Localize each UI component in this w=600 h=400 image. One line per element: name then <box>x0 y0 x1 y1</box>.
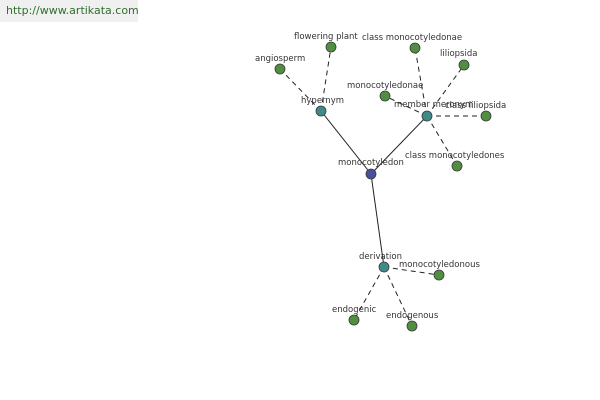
edge-member-meronym-to-class-monocotyledonae <box>414 47 428 117</box>
label-relation-hypernym[interactable]: hypernym <box>301 96 344 106</box>
edge-derivation-to-monocotyledonous <box>383 266 440 276</box>
label-leaf-class-liliopsida[interactable]: class liliopsida <box>445 101 506 111</box>
graph-edges <box>279 46 486 327</box>
node-relation-member-meronym[interactable] <box>421 110 433 122</box>
node-leaf-liliopsida[interactable] <box>458 59 470 71</box>
edge-hypernym-to-angiosperm <box>279 68 322 112</box>
label-center-monocotyledon[interactable]: monocotyledon <box>338 158 404 168</box>
graph-nodes <box>274 41 492 332</box>
edge-center-to-member-meronym <box>370 115 428 175</box>
node-leaf-class-monocotyledonae[interactable] <box>409 42 421 54</box>
graph-labels: monocotyledon hypernym member meronym deriv… <box>255 32 506 321</box>
node-leaf-class-monocotyledones[interactable] <box>451 160 463 172</box>
node-center-monocotyledon[interactable] <box>365 168 377 180</box>
label-leaf-class-monocotyledonae[interactable]: class monocotyledonae <box>362 33 462 43</box>
node-leaf-endogenous[interactable] <box>406 320 418 332</box>
label-leaf-angiosperm[interactable]: angiosperm <box>255 54 305 64</box>
source-url-link[interactable]: http://www.artikata.com <box>0 0 139 22</box>
node-leaf-monocotyledonous[interactable] <box>433 269 445 281</box>
label-leaf-monocotyledonous[interactable]: monocotyledonous <box>399 260 480 270</box>
edge-member-meronym-to-class-monocotyledones <box>426 115 458 167</box>
label-leaf-flowering-plant[interactable]: flowering plant <box>294 32 358 42</box>
edge-member-meronym-to-liliopsida <box>426 64 465 117</box>
node-leaf-class-liliopsida[interactable] <box>480 110 492 122</box>
node-leaf-monocotyledonae[interactable] <box>379 90 391 102</box>
label-leaf-endogenous[interactable]: endogenous <box>386 311 439 321</box>
label-leaf-liliopsida[interactable]: liliopsida <box>440 49 477 59</box>
edge-center-to-hypernym <box>320 110 372 175</box>
label-relation-member-meronym[interactable]: member meronym <box>394 100 473 110</box>
node-relation-hypernym[interactable] <box>315 105 327 117</box>
label-leaf-endogenic[interactable]: endogenic <box>332 305 377 315</box>
label-leaf-class-monocotyledones[interactable]: class monocotyledones <box>405 151 505 161</box>
label-leaf-monocotyledonae[interactable]: monocotyledonae <box>347 81 423 91</box>
node-leaf-angiosperm[interactable] <box>274 63 286 75</box>
label-relation-derivation[interactable]: derivation <box>359 252 402 262</box>
node-leaf-flowering-plant[interactable] <box>325 41 337 53</box>
edge-derivation-to-endogenous <box>383 266 413 327</box>
edge-hypernym-to-flowering-plant <box>320 46 332 112</box>
edge-center-to-derivation <box>370 173 385 268</box>
edge-member-meronym-to-monocotyledonae <box>384 95 428 117</box>
node-relation-derivation[interactable] <box>378 261 390 273</box>
node-leaf-endogenic[interactable] <box>348 314 360 326</box>
edge-derivation-to-endogenic <box>353 266 385 321</box>
